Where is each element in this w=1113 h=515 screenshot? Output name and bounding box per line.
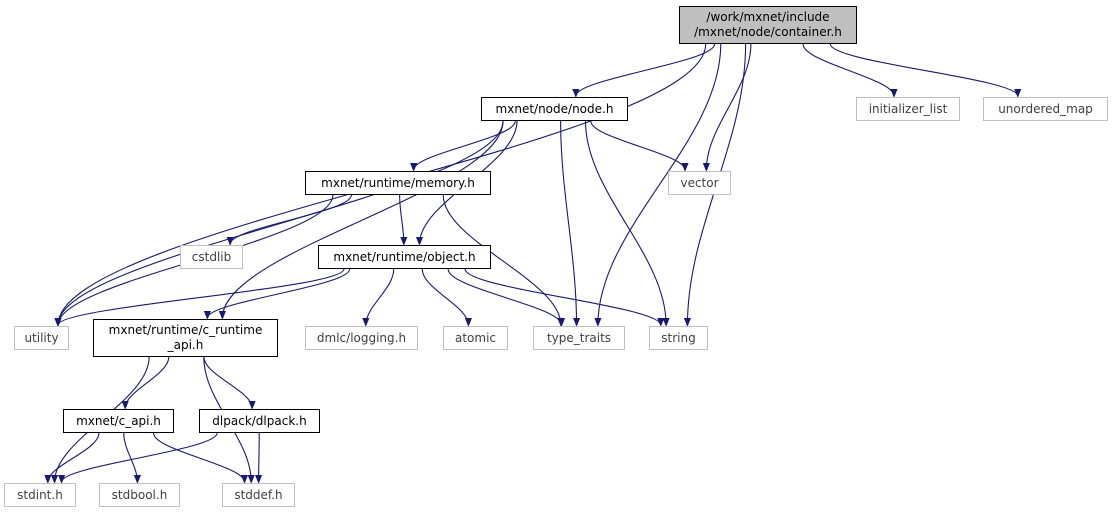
edge-dlpack_h-to-stdint — [62, 432, 218, 482]
node-label: dlpack/dlpack.h — [212, 413, 307, 428]
node-node-h[interactable]: mxnet/node/node.h — [481, 97, 628, 121]
node-container-h[interactable]: /work/mxnet/include /mxnet/node/containe… — [679, 6, 857, 44]
edge-c_api_h-to-stddef — [152, 432, 245, 482]
node-stdbool-h: stdbool.h — [99, 483, 180, 507]
node-dmlc-logging-h: dmlc/logging.h — [305, 326, 418, 350]
edge-container-to-type_traits — [598, 43, 722, 325]
edge-c_runtime_api-to-dlpack_h — [203, 356, 252, 408]
node-label-line: /mxnet/node/container.h — [694, 25, 842, 39]
edge-c_api_h-to-stdint — [48, 432, 100, 482]
node-stdint-h: stdint.h — [4, 483, 76, 507]
node-string: string — [649, 326, 708, 350]
node-object-h[interactable]: mxnet/runtime/object.h — [318, 245, 491, 269]
edge-object_h-to-dmlc_logging — [366, 268, 395, 325]
node-label: utility — [24, 330, 59, 345]
edge-node_h-to-string — [584, 120, 667, 325]
node-type-traits: type_traits — [533, 326, 625, 350]
node-c-api-h[interactable]: mxnet/c_api.h — [63, 409, 174, 433]
edge-c_runtime_api-to-c_api_h — [125, 356, 170, 408]
edge-memory_h-to-cstdlib — [230, 194, 352, 244]
edge-container-to-unordered_map — [829, 43, 1017, 96]
edge-memory_h-to-object_h — [399, 194, 404, 244]
node-vector: vector — [668, 171, 731, 195]
edge-memory_h-to-type_traits — [442, 194, 561, 325]
node-label: stdbool.h — [111, 487, 168, 502]
edge-object_h-to-utility — [58, 268, 345, 325]
node-label: dmlc/logging.h — [316, 330, 407, 345]
edge-object_h-to-string — [464, 268, 661, 325]
node-label: string — [661, 330, 696, 345]
node-label: cstdlib — [191, 249, 232, 264]
node-c-runtime-api-h[interactable]: mxnet/runtime/c_runtime _api.h — [93, 319, 278, 357]
edge-object_h-to-atomic — [421, 268, 468, 325]
edge-node_h-to-c_runtime_api — [222, 120, 504, 318]
node-utility: utility — [14, 326, 69, 350]
edge-container-to-node_h — [576, 43, 716, 96]
node-unordered-map: unordered_map — [983, 97, 1108, 121]
node-label: mxnet/node/node.h — [495, 101, 614, 116]
edge-node_h-to-type_traits — [560, 120, 577, 325]
node-stddef-h: stddef.h — [222, 483, 295, 507]
node-label-line: mxnet/runtime/c_runtime — [108, 323, 263, 337]
edge-object_h-to-c_runtime_api — [207, 268, 351, 318]
edge-container-to-initializer_list — [802, 43, 894, 96]
node-label: unordered_map — [998, 101, 1093, 116]
node-memory-h[interactable]: mxnet/runtime/memory.h — [305, 171, 491, 195]
edge-dlpack_h-to-stddef — [259, 432, 260, 482]
edge-node_h-to-vector — [590, 120, 685, 170]
edge-node_h-to-memory_h — [414, 120, 516, 170]
node-label: type_traits — [546, 330, 612, 345]
node-label: mxnet/runtime/object.h — [333, 249, 476, 264]
node-label: mxnet/runtime/memory.h — [321, 175, 475, 190]
edge-container-to-vector — [706, 43, 752, 170]
node-label-line: /work/mxnet/include — [706, 10, 830, 24]
node-label: stddef.h — [234, 487, 283, 502]
node-label: mxnet/c_api.h — [76, 413, 161, 428]
node-cstdlib: cstdlib — [180, 245, 243, 269]
node-atomic: atomic — [443, 326, 508, 350]
node-label: stdint.h — [17, 487, 63, 502]
node-label: vector — [680, 175, 719, 190]
edge-c_api_h-to-stdbool — [123, 432, 138, 482]
node-label: initializer_list — [868, 101, 948, 116]
node-label: atomic — [454, 330, 497, 345]
node-initializer-list: initializer_list — [856, 97, 960, 121]
edge-node_h-to-utility — [58, 120, 504, 325]
node-label-line: _api.h — [167, 338, 204, 352]
edge-object_h-to-type_traits — [447, 268, 561, 325]
node-dlpack-h[interactable]: dlpack/dlpack.h — [199, 409, 320, 433]
